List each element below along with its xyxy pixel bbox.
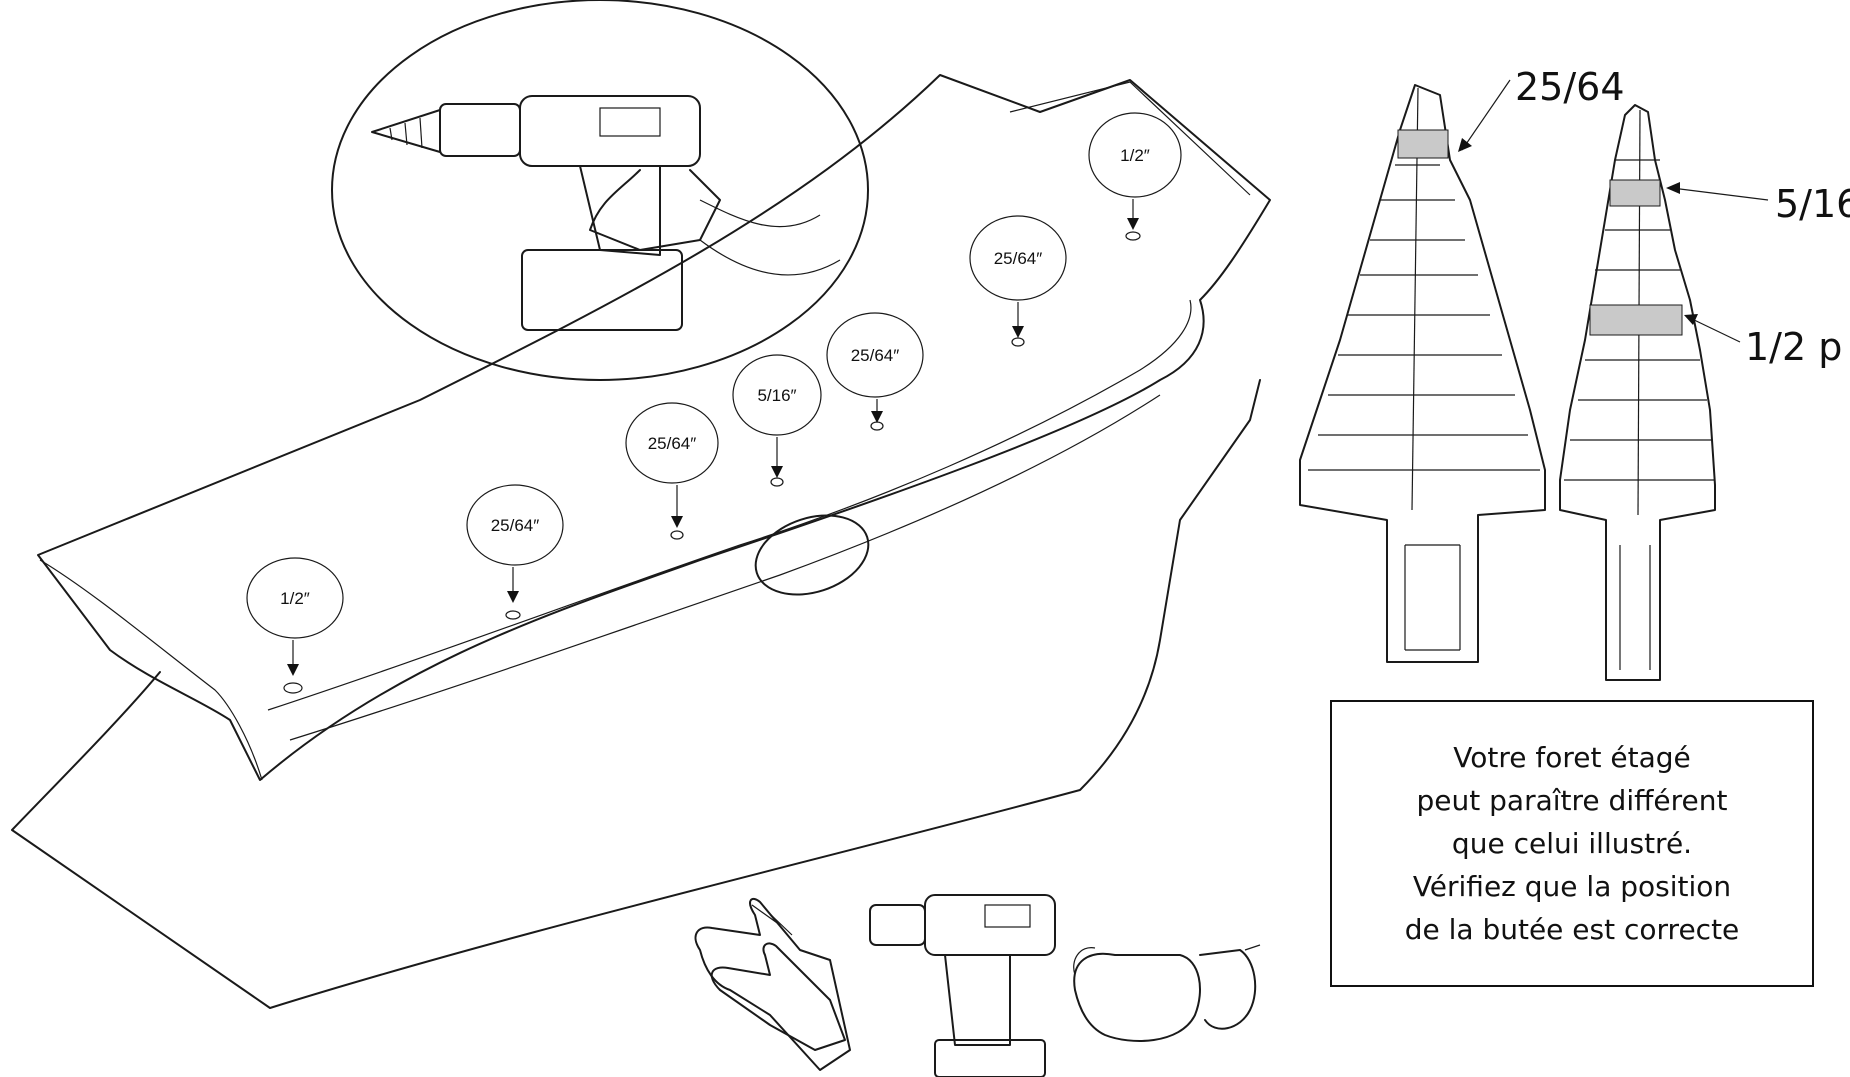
hole-marker-5: 25/64″ [827, 313, 923, 430]
underlay-sheet [12, 380, 1260, 1008]
note-line-4: Vérifiez que la position [1413, 865, 1731, 908]
spoiler-crease-2 [290, 395, 1160, 740]
safety-glasses-icon [1074, 945, 1260, 1041]
bit-callout-25-64: 25/64 [1458, 65, 1625, 152]
note-line-2: peut paraître différent [1417, 779, 1728, 822]
hole-marker-6: 25/64″ [970, 216, 1066, 346]
drill-in-hand-icon [332, 0, 868, 380]
hole-marker-2: 25/64″ [467, 485, 563, 619]
hole-marker-7: 1/2″ [1089, 113, 1181, 240]
hole-label-6: 25/64″ [994, 249, 1043, 268]
drill-icon [870, 895, 1055, 1077]
step-drill-bit-icon-2 [1560, 105, 1715, 680]
bit-label-5-16: 5/16 [1775, 182, 1850, 226]
hole-label-3: 25/64″ [648, 434, 697, 453]
gloves-icon [696, 899, 850, 1070]
hole-label-1: 1/2″ [280, 589, 310, 608]
emblem-recess [745, 502, 878, 608]
spoiler-body [38, 75, 1270, 780]
step-drill-bit-icon [1300, 85, 1545, 662]
bit-callout-1-2: 1/2 p [1684, 314, 1842, 369]
spoiler-edge-front [40, 560, 262, 780]
note-line-1: Votre foret étagé [1453, 736, 1690, 779]
note-line-3: que celui illustré. [1452, 822, 1692, 865]
hole-label-7: 1/2″ [1120, 146, 1150, 165]
spoiler-crease-1 [268, 300, 1191, 710]
hole-marker-3: 25/64″ [626, 403, 718, 539]
hole-label-4: 5/16″ [757, 386, 796, 405]
bit-callout-5-16: 5/16 [1666, 182, 1850, 226]
hole-marker-4: 5/16″ [733, 355, 821, 486]
spoiler-top-ridge [1010, 82, 1250, 195]
bit-label-25-64: 25/64 [1515, 65, 1625, 109]
bit-label-1-2: 1/2 p [1745, 325, 1842, 369]
hole-label-5: 25/64″ [851, 346, 900, 365]
note-line-5: de la butée est correcte [1405, 908, 1740, 951]
hole-marker-1: 1/2″ [247, 558, 343, 693]
drill-bit-note: Votre foret étagé peut paraître différen… [1330, 700, 1814, 987]
hole-label-2: 25/64″ [491, 516, 540, 535]
